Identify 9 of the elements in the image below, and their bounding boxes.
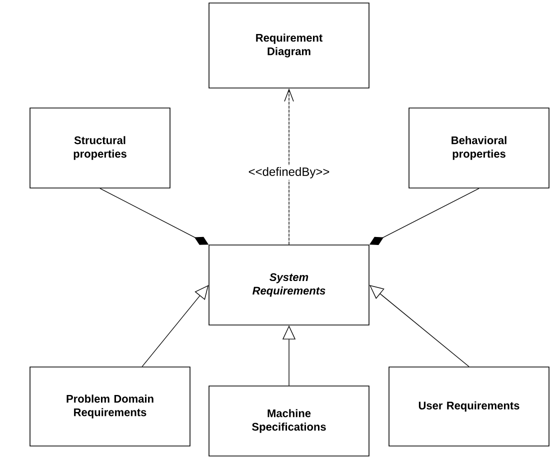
class-box: Requirement Diagram <box>208 2 370 88</box>
class-box: Structural properties <box>30 108 170 188</box>
class-box: User Requirements <box>388 366 550 446</box>
edge-label: <<definedBy>> <box>248 167 330 178</box>
class-box: System Requirements <box>208 244 370 326</box>
class-box: Behavioral properties <box>408 108 550 188</box>
class-box: Machine Specifications <box>208 386 370 456</box>
arrow <box>284 88 294 245</box>
class-box: Problem Domain Requirements <box>30 366 190 446</box>
